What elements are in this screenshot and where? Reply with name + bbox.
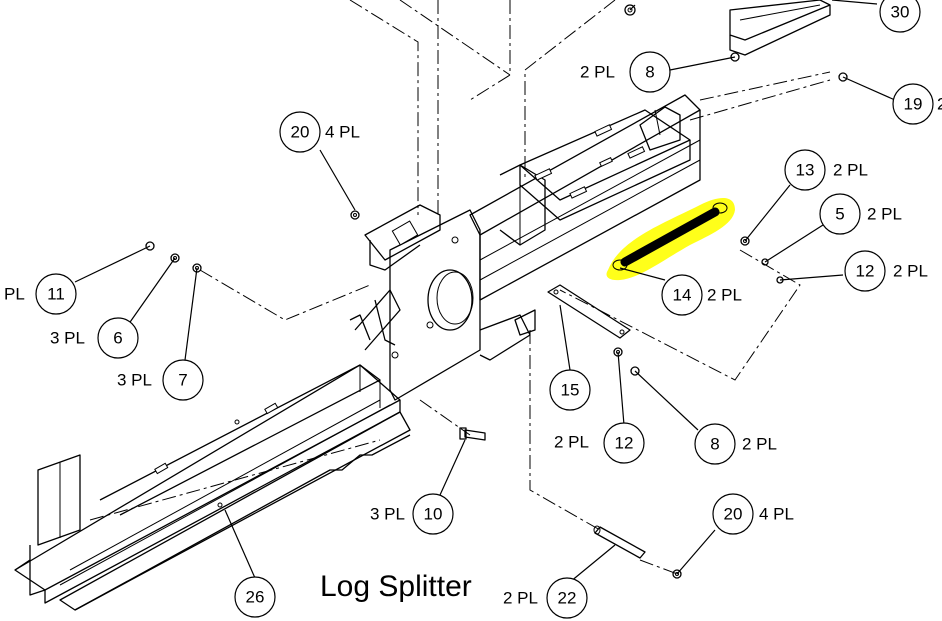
callout-7: 3 PL 7 (117, 359, 204, 401)
callout-qty: 4 PL (325, 123, 360, 142)
main-beam (14, 364, 411, 611)
sliding-plate (519, 106, 691, 221)
callout-number: 6 (113, 329, 122, 348)
callout-20-lower: 20 4 PL (712, 493, 794, 535)
callout-14: 14 2 PL (661, 274, 742, 316)
hardware (145, 4, 848, 579)
callout-12-right: 12 2 PL (844, 250, 928, 292)
callout-qty: 2 PL (503, 589, 538, 608)
callout-number: 11 (47, 285, 65, 304)
top-bracket (729, 0, 831, 56)
tower-plate (349, 204, 536, 401)
pin-part-22 (593, 525, 646, 559)
callouts: 30 2 PL 8 19 2 20 4 PL 13 2 PL 5 2 PL (4, 0, 942, 619)
callout-qty: 2 PL (580, 63, 615, 82)
diagram-title: Log Splitter (320, 570, 472, 603)
callout-qty: PL (4, 285, 25, 304)
callout-qty: 3 PL (50, 329, 85, 348)
callout-number: 19 (904, 95, 923, 114)
callout-qty: 2 PL (707, 286, 742, 305)
callout-5: 5 2 PL (819, 193, 902, 235)
link-part-15 (547, 284, 631, 339)
callout-30: 30 (879, 0, 921, 33)
callout-number: 20 (291, 123, 310, 142)
leader-lines (74, 0, 896, 583)
bolt-part-10 (459, 427, 486, 441)
callout-number: 22 (558, 589, 577, 608)
callout-qty: 2 PL (833, 161, 868, 180)
callout-number: 12 (856, 262, 875, 281)
callout-6: 3 PL 6 (50, 317, 139, 359)
callout-number: 8 (710, 435, 719, 454)
callout-qty: 2 PL (554, 433, 589, 452)
callout-number: 12 (615, 434, 634, 453)
splitting-wedge (14, 454, 81, 596)
callout-number: 5 (835, 205, 844, 224)
callout-19: 19 2 (892, 83, 942, 125)
callout-qty: 3 PL (117, 371, 152, 390)
callout-number: 10 (424, 505, 443, 524)
callout-number: 15 (561, 381, 580, 400)
spring-part-14 (606, 198, 735, 281)
callout-qty: 2 PL (893, 262, 928, 281)
callout-12-lower: 2 PL 12 (554, 422, 645, 464)
hidden-lines (89, 0, 831, 576)
callout-22: 2 PL 22 (503, 577, 588, 619)
callout-number: 7 (178, 371, 187, 390)
callout-13: 13 2 PL (784, 149, 868, 191)
callout-26: 26 (234, 576, 276, 618)
callout-15: 15 (549, 369, 591, 411)
callout-10: 3 PL 10 (370, 493, 454, 535)
callout-8-lower: 8 2 PL (694, 423, 777, 465)
callout-qty: 2 PL (742, 435, 777, 454)
callout-number: 8 (645, 63, 654, 82)
callout-number: 30 (891, 3, 910, 22)
callout-number: 26 (246, 588, 265, 607)
callout-11: PL 11 (4, 273, 77, 315)
callout-qty: 3 PL (370, 505, 405, 524)
callout-qty: 2 PL (867, 205, 902, 224)
callout-number: 14 (673, 286, 692, 305)
callout-8-top: 2 PL 8 (580, 51, 671, 93)
callout-qty: 4 PL (759, 505, 794, 524)
rail-column (469, 94, 701, 301)
callout-qty: 2 (937, 95, 942, 114)
callout-20-upper: 20 4 PL (279, 111, 360, 153)
callout-number: 13 (796, 161, 815, 180)
callout-number: 20 (724, 505, 743, 524)
